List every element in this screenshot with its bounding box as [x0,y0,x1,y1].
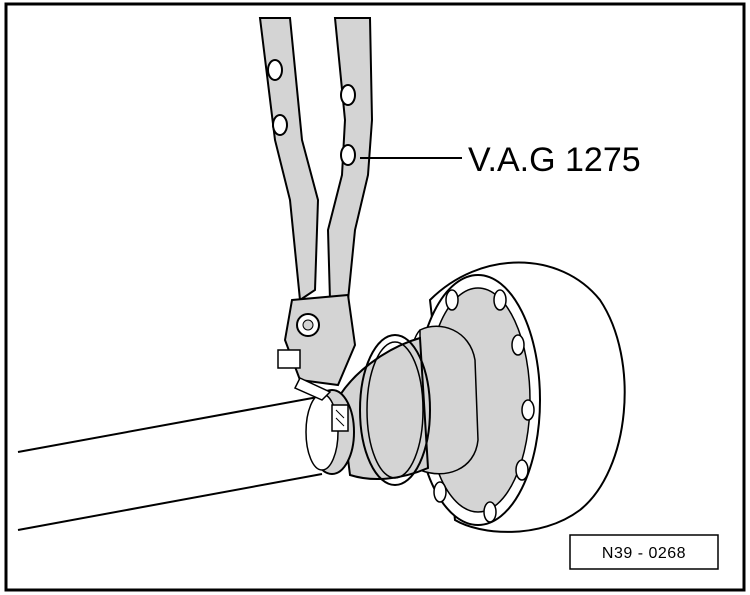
cv-joint-housing [406,261,626,533]
hose-clamp [305,389,355,475]
figure-ref-label: N39 - 0268 [602,545,686,562]
cv-boot [338,334,431,486]
drive-shaft [17,395,340,531]
pliers-tool [258,17,374,401]
callout-label: V.A.G 1275 [468,141,641,179]
figure-ref-box [569,534,719,570]
